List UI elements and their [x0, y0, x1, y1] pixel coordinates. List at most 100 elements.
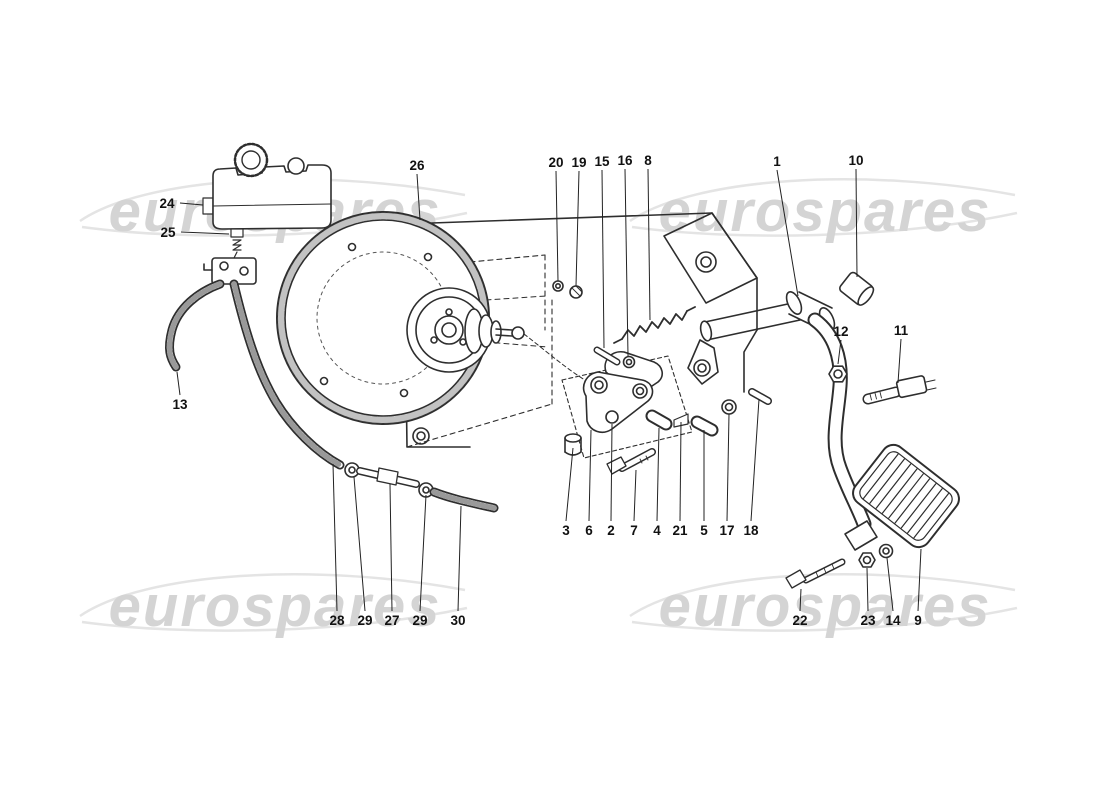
callout-number: 17 — [719, 523, 734, 538]
callout-29: 29 — [412, 494, 428, 628]
pedal-pad — [852, 443, 960, 549]
callout-number: 20 — [548, 155, 563, 170]
callout-13: 13 — [172, 371, 188, 412]
callout-number: 12 — [833, 324, 848, 339]
callout-number: 26 — [409, 158, 425, 173]
callout-leader-line — [917, 548, 922, 612]
callout-leader-line — [855, 168, 858, 278]
callout-16: 16 — [617, 153, 633, 357]
callout-number: 18 — [743, 523, 759, 538]
callout-14: 14 — [885, 557, 901, 628]
master-cylinder-junction — [203, 257, 257, 285]
pad-hardware — [785, 520, 894, 589]
callout-10: 10 — [848, 153, 864, 278]
callout-number: 3 — [562, 523, 570, 538]
callout-23: 23 — [860, 567, 876, 628]
callout-number: 23 — [860, 613, 876, 628]
callout-leader-line — [565, 447, 574, 522]
callout-number: 19 — [571, 155, 586, 170]
callout-number: 25 — [160, 225, 176, 240]
callout-number: 13 — [172, 397, 188, 412]
callout-26: 26 — [409, 158, 425, 221]
pedal-shaft — [687, 301, 801, 385]
callout-leader-line — [837, 339, 842, 365]
callout-number: 28 — [329, 613, 345, 628]
watermark: eurospares — [79, 573, 468, 639]
callout-number: 1 — [773, 154, 781, 169]
callout-number: 14 — [885, 613, 901, 628]
watermark-text: eurospares — [659, 574, 992, 639]
callout-number: 21 — [672, 523, 688, 538]
callout-number: 7 — [630, 523, 638, 538]
callout-leader-line — [679, 421, 682, 522]
return-spring — [613, 306, 696, 344]
watermark-text: eurospares — [659, 179, 992, 244]
callout-3: 3 — [562, 447, 574, 538]
callout-5: 5 — [700, 430, 708, 538]
callout-7: 7 — [630, 469, 638, 538]
callout-number: 4 — [653, 523, 661, 538]
callout-number: 29 — [412, 613, 427, 628]
callout-9: 9 — [914, 548, 922, 628]
callout-number: 22 — [792, 613, 807, 628]
lever-plates — [582, 346, 663, 433]
callout-leader-line — [176, 371, 181, 396]
callout-leader-line — [624, 168, 629, 357]
callout-number: 6 — [585, 523, 593, 538]
callout-28: 28 — [329, 463, 345, 628]
callout-leader-line — [656, 427, 660, 522]
callout-number: 15 — [594, 154, 610, 169]
callout-number: 30 — [450, 613, 465, 628]
callout-number: 9 — [914, 613, 922, 628]
callout-leader-line — [416, 173, 421, 221]
callout-leader-line — [866, 567, 869, 612]
watermark: eurospares — [629, 573, 1018, 639]
callout-8: 8 — [644, 153, 652, 321]
callout-leader-line — [419, 494, 427, 612]
callout-leader-line — [726, 413, 730, 522]
callout-22: 22 — [792, 588, 808, 628]
callout-number: 24 — [159, 196, 175, 211]
callout-number: 8 — [644, 153, 652, 168]
callout-leader-line — [750, 398, 760, 522]
callout-leader-line — [886, 557, 894, 612]
callout-17: 17 — [719, 413, 735, 538]
small-hardware-top — [552, 280, 583, 299]
callout-leader-line — [647, 168, 651, 321]
brake-pedal — [785, 291, 872, 532]
pedal-small-parts — [828, 271, 937, 405]
callout-27: 27 — [384, 483, 400, 628]
callout-19: 19 — [571, 155, 587, 287]
callout-25: 25 — [160, 225, 230, 240]
watermark-layer: eurospareseurospareseurospareseurospares — [79, 178, 1018, 639]
watermark-text: eurospares — [109, 574, 442, 639]
callout-leader-line — [353, 476, 366, 612]
fluid-reservoir — [202, 142, 332, 259]
callout-leader-line — [457, 505, 462, 612]
brake-booster — [276, 211, 525, 425]
callout-leader-line — [555, 170, 559, 282]
callout-number: 2 — [607, 523, 615, 538]
callout-leader-line — [332, 463, 338, 612]
callout-number: 27 — [384, 613, 399, 628]
callout-leader-line — [588, 429, 592, 522]
callout-18: 18 — [743, 398, 760, 538]
callout-20: 20 — [548, 155, 564, 282]
callout-number: 29 — [357, 613, 372, 628]
callout-leader-line — [610, 423, 613, 522]
callout-number: 16 — [617, 153, 633, 168]
hose-28 — [229, 279, 345, 470]
callout-4: 4 — [653, 427, 661, 538]
callout-1: 1 — [773, 154, 799, 297]
callout-leader-line — [179, 202, 204, 206]
callout-leader-line — [799, 588, 802, 612]
linkage-hardware — [564, 388, 772, 475]
hose-13 — [164, 279, 225, 372]
callout-leader-line — [776, 169, 799, 297]
callout-number: 11 — [894, 323, 909, 338]
callout-leader-line — [389, 483, 393, 612]
callout-leader-line — [897, 338, 902, 384]
